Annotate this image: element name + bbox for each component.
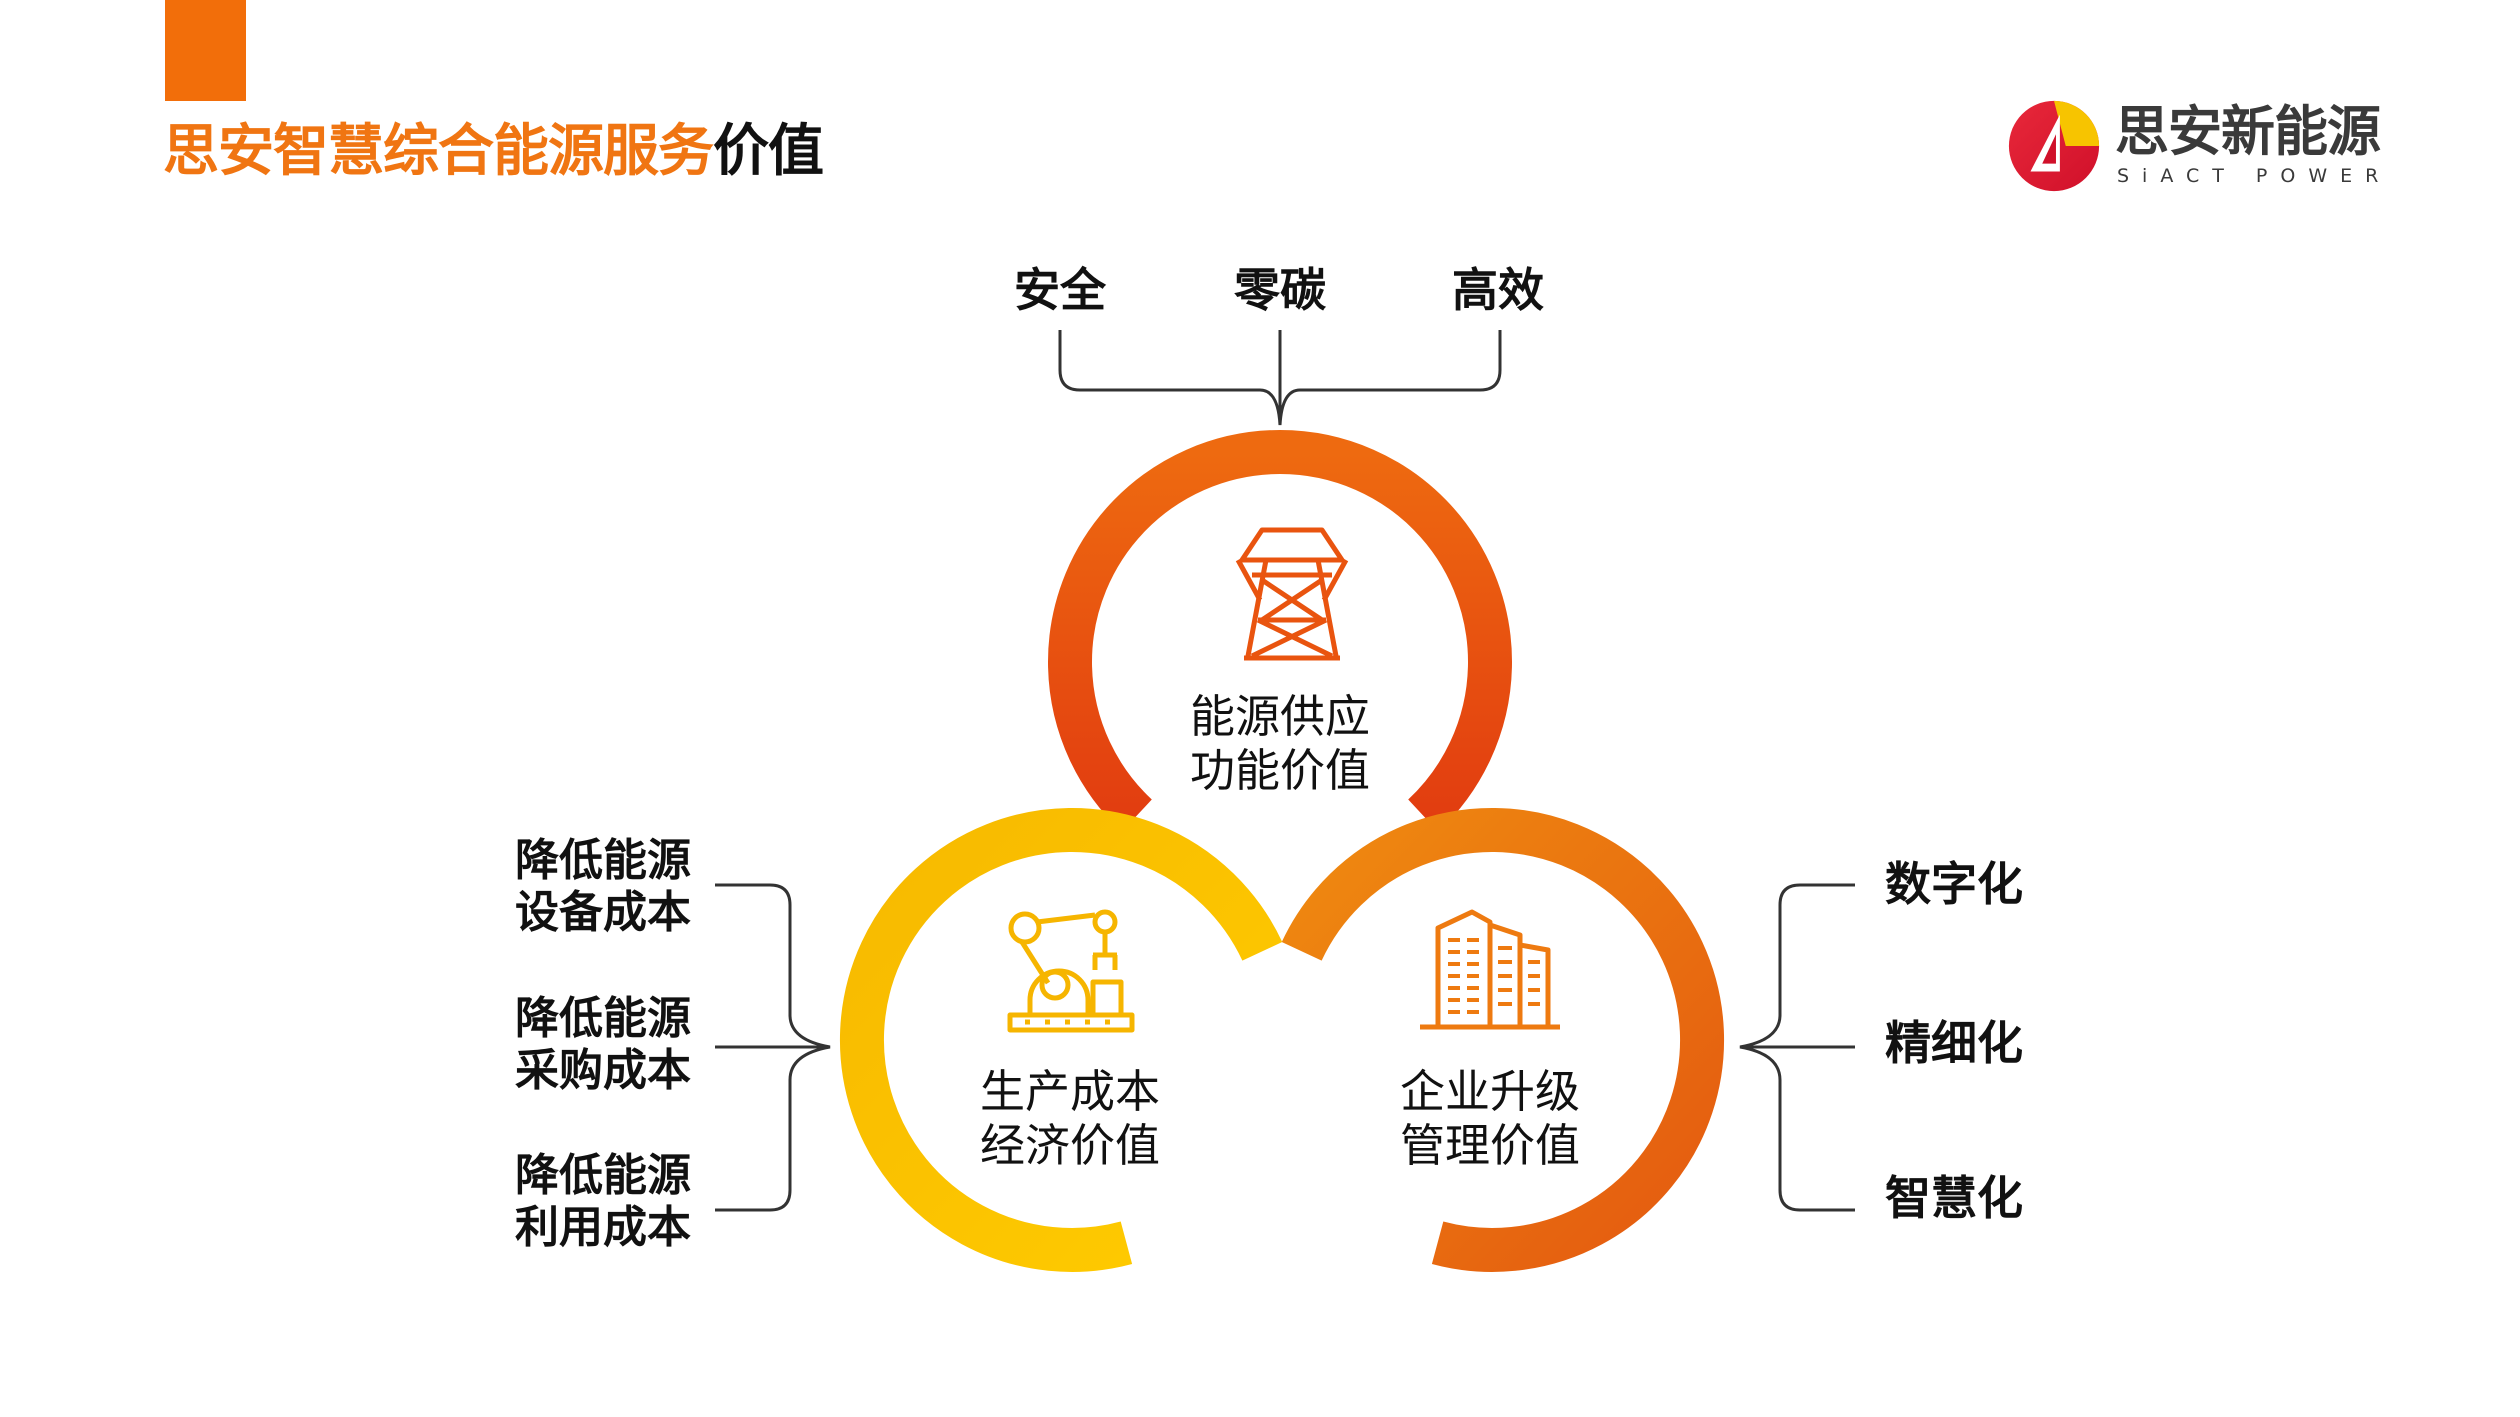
top-label-efficiency: 高效 [1452,263,1544,317]
robot-arm-icon [1007,909,1135,1033]
left-label-procurement-line2: 采购成本 [515,1045,691,1096]
buildings-icon [1420,909,1560,1030]
left-label-equipment-line1: 降低能源 [515,835,691,886]
management-value-label: 企业升级 管理价值 [1360,1065,1620,1173]
logo-mark-icon [2008,100,2100,192]
left-label-utilization: 降低能源 利用成本 [515,1150,691,1254]
economy-line1: 生产成本 [979,1065,1160,1118]
title-orange: 思安智慧综合能源服务 [163,119,714,184]
right-bracket [1739,883,1855,1212]
top-label-zero-carbon: 零碳 [1234,263,1326,317]
transmission-tower-icon [1235,527,1349,661]
logo-subtitle: SiACT POWER [2117,165,2392,187]
right-label-refined: 精细化 [1885,1016,2023,1070]
energy-line2: 功能价值 [1189,744,1370,797]
left-label-procurement: 降低能源 采购成本 [515,993,691,1097]
energy-line1: 能源供应 [1189,690,1370,743]
right-label-digital: 数字化 [1885,857,2023,911]
left-label-equipment-line2: 设备成本 [515,887,691,938]
economy-line2: 经济价值 [979,1119,1160,1172]
right-label-smart: 智慧化 [1885,1171,2023,1225]
logo-name: 思安新能源 [2115,100,2381,163]
left-bracket [715,883,831,1212]
title-black: 价值 [713,119,824,184]
left-label-utilization-line1: 降低能源 [515,1150,691,1201]
management-ring [1281,808,1725,1272]
left-label-equipment: 降低能源 设备成本 [515,835,691,939]
management-line2: 管理价值 [1399,1119,1580,1172]
energy-ring [1048,430,1512,832]
brand-logo: 思安新能源 SiACT POWER [2005,97,2395,197]
energy-supply-label: 能源供应 功能价值 [1150,690,1410,798]
management-line1: 企业升级 [1399,1065,1580,1118]
economic-value-label: 生产成本 经济价值 [940,1065,1200,1173]
top-label-safety: 安全 [1014,263,1106,317]
left-label-utilization-line2: 利用成本 [515,1202,691,1253]
page-title: 思安智慧综合能源服务价值 [163,112,824,192]
economy-ring [839,808,1283,1272]
left-label-procurement-line1: 降低能源 [515,993,691,1044]
accent-bar [165,0,246,101]
top-bracket [1058,330,1502,426]
